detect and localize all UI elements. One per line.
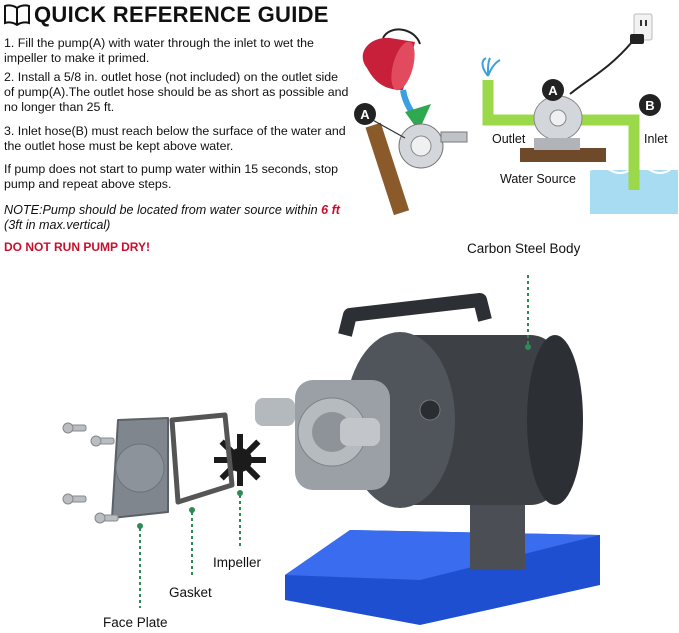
step-2: 2. Install a 5/8 in. outlet hose (not in…: [4, 70, 349, 114]
step-1: 1. Fill the pump(A) with water through t…: [4, 36, 314, 65]
water-source-label: Water Source: [500, 172, 576, 186]
badge-a-left: A: [360, 107, 370, 122]
spray-icon: [481, 57, 501, 77]
note-distance: 6 ft: [321, 203, 340, 217]
carry-handle: [338, 293, 492, 337]
open-book-icon: [4, 4, 30, 26]
label-gasket: Gasket: [169, 585, 212, 600]
screws: [62, 422, 119, 524]
plug-icon: [630, 34, 644, 44]
bucket-icon: [362, 28, 421, 91]
page-title: QUICK REFERENCE GUIDE: [4, 2, 329, 28]
setup-diagram: A B: [481, 13, 678, 214]
outlet-label: Outlet: [492, 132, 526, 146]
step-retry: If pump does not start to pump water wit…: [4, 162, 339, 191]
label-face-plate: Face Plate: [103, 615, 168, 630]
label-impeller: Impeller: [213, 555, 262, 570]
title-text: QUICK REFERENCE GUIDE: [34, 2, 329, 27]
note-suffix: (3ft in max.vertical): [4, 218, 111, 232]
step-3: 3. Inlet hose(B) must reach below the su…: [4, 124, 346, 153]
exploded-pump-diagram: [62, 275, 600, 625]
dry-run-warning: DO NOT RUN PUMP DRY!: [4, 240, 151, 254]
note-prefix: NOTE:Pump should be located from water s…: [4, 203, 322, 217]
label-carbon-steel-body: Carbon Steel Body: [467, 241, 581, 256]
gasket-part: [169, 412, 235, 505]
priming-diagram: A: [354, 28, 468, 216]
impeller-part: [214, 434, 266, 486]
placement-note: NOTE:Pump should be located from water s…: [4, 203, 349, 233]
badge-a-right: A: [548, 83, 558, 98]
inlet-label: Inlet: [644, 132, 668, 146]
badge-b: B: [645, 98, 654, 113]
